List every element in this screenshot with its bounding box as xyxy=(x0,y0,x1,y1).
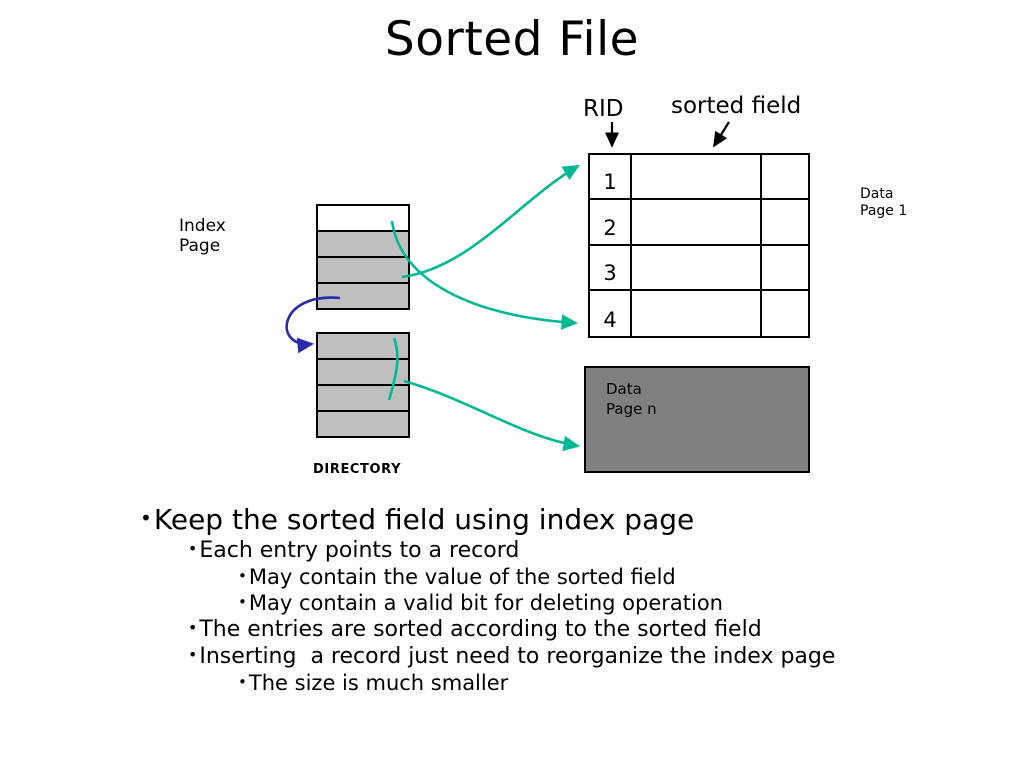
index-entry-block xyxy=(316,204,410,232)
index-entry-block xyxy=(316,358,410,386)
list-item: May contain a valid bit for deleting ope… xyxy=(0,593,1024,614)
index-entry-block xyxy=(316,230,410,258)
directory-label: DIRECTORY xyxy=(313,462,402,477)
list-item: Keep the sorted field using index page xyxy=(0,506,1024,534)
list-item: Each entry points to a record xyxy=(0,540,1024,562)
list-item: Inserting a record just need to reorgani… xyxy=(0,646,1024,668)
list-item: The size is much smaller xyxy=(0,673,1024,694)
index-page-top xyxy=(316,204,410,310)
bullet-list: Keep the sorted field using index page E… xyxy=(0,506,1024,699)
index-entry-block xyxy=(316,384,410,412)
list-item: The entries are sorted according to the … xyxy=(0,619,1024,641)
index-entry-block xyxy=(316,256,410,284)
table-row: 4 xyxy=(590,291,808,336)
rid-cell: 2 xyxy=(603,215,617,240)
column-divider xyxy=(630,155,632,336)
table-row: 2 xyxy=(590,200,808,246)
index-to-record-arrow-1 xyxy=(401,164,580,279)
data-page-1-label: Data Page 1 xyxy=(860,186,908,219)
data-page-n-label: Data Page n xyxy=(606,380,657,418)
table-row: 1 xyxy=(590,155,808,201)
sorted-field-label: sorted field xyxy=(671,93,802,119)
page-title: Sorted File xyxy=(384,12,640,67)
index-to-record-arrow-2 xyxy=(390,220,579,330)
rid-label: RID xyxy=(583,96,624,122)
list-item: May contain the value of the sorted fiel… xyxy=(0,567,1024,588)
data-page-1-table: 1 2 3 4 xyxy=(588,153,810,338)
index-page-bottom xyxy=(316,332,410,438)
connector-layer xyxy=(285,121,730,452)
rid-cell: 3 xyxy=(603,260,617,285)
table-row: 3 xyxy=(590,246,808,291)
data-page-n-box: Data Page n xyxy=(584,366,810,473)
rid-cell: 4 xyxy=(603,308,617,332)
sorted-field-pointer-arrow xyxy=(713,121,730,148)
index-to-datapage-n-arrow xyxy=(403,379,581,452)
rid-cell: 1 xyxy=(603,170,617,195)
index-entry-block xyxy=(316,332,410,360)
column-divider xyxy=(760,155,762,336)
index-entry-block xyxy=(316,282,410,310)
index-entry-block xyxy=(316,410,410,438)
index-page-label: Index Page xyxy=(179,216,226,257)
sorted-file-diagram: RID sorted field Index Page Data Page 1 … xyxy=(179,93,908,477)
